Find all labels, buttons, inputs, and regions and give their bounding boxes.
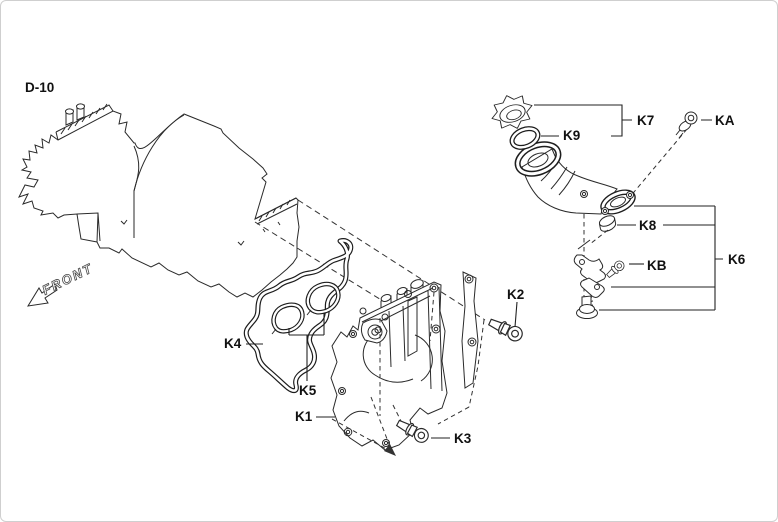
label-kb: KB — [647, 258, 667, 273]
bracket-kb — [573, 254, 606, 298]
hose-clamp-k8 — [598, 215, 617, 232]
flange-bolt-k6 — [576, 295, 598, 319]
leader-lines — [246, 104, 723, 439]
front-cover-k1 — [330, 271, 479, 451]
bracket-k5 — [288, 313, 325, 381]
engine-block-outline — [18, 103, 300, 298]
label-k1: K1 — [295, 409, 313, 424]
leader-k2 — [514, 301, 518, 328]
bolt-ka — [675, 111, 698, 139]
gasket-k4 — [243, 238, 354, 394]
tube-seals-k5 — [271, 281, 341, 335]
label-k8: K8 — [639, 218, 657, 233]
oil-filler-cap-k7 — [491, 95, 533, 129]
front-arrow: FRONT — [27, 260, 96, 307]
label-k3: K3 — [454, 431, 472, 446]
assembly-axis-dashed-upper — [297, 199, 486, 321]
bolt-k3 — [395, 419, 429, 443]
bracket-k6 — [599, 205, 723, 311]
label-k9: K9 — [563, 128, 580, 143]
assembly-axis-dashed-lower — [254, 221, 384, 302]
ka-axis-dashed — [628, 128, 688, 199]
cover-projection-dashed — [331, 291, 485, 456]
rail-cylinder-bolts — [65, 103, 85, 126]
label-k2: K2 — [507, 287, 524, 302]
part-labels: D-10 K7 K9 KA K8 KB K6 K2 K4 K5 K1 K3 — [25, 80, 746, 446]
o-ring-k9 — [509, 126, 541, 150]
bolt-kb — [606, 260, 625, 279]
rail-hatching — [60, 103, 108, 135]
label-k4: K4 — [224, 336, 242, 351]
filler-neck-tube-k6 — [514, 141, 636, 215]
diagram-code: D-10 — [25, 80, 54, 95]
label-k7: K7 — [637, 113, 654, 128]
head-ledge-rail — [254, 197, 298, 233]
bolt-k2 — [487, 318, 523, 342]
front-label: FRONT — [40, 260, 96, 297]
label-k6: K6 — [728, 252, 746, 267]
label-k5: K5 — [299, 383, 317, 398]
leader-k7 — [534, 104, 632, 137]
label-ka: KA — [715, 113, 735, 128]
